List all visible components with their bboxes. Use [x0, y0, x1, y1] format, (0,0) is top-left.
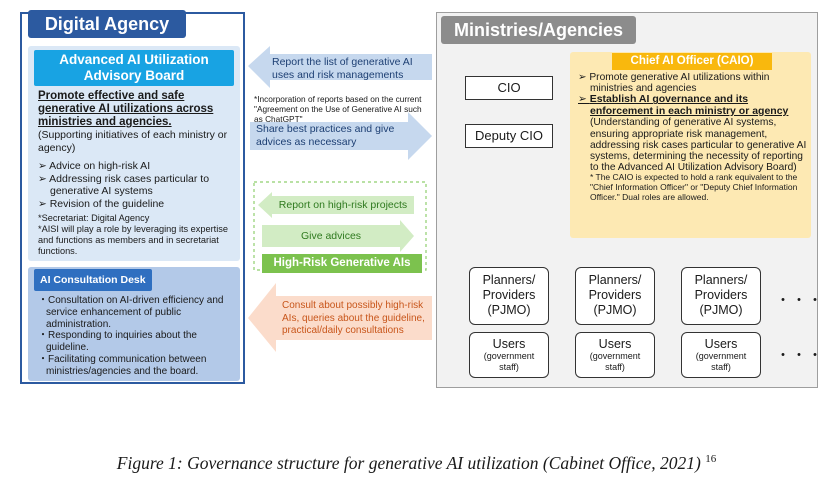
caio-note: * The CAIO is expected to hold a rank eq…: [590, 172, 798, 202]
incorporation-note: *Incorporation of reports based on the c…: [254, 94, 422, 124]
share-arrow: [250, 112, 432, 160]
figure-caption: Figure 1: Governance structure for gener…: [116, 452, 717, 473]
desk-bullet: ・Consultation on AI-driven efficiency an…: [38, 295, 224, 330]
report-high-risk-label: Report on high-risk projects: [278, 199, 408, 211]
digital-agency-title: Digital Agency: [28, 10, 186, 38]
planner-box: Planners/Providers(PJMO): [469, 267, 549, 325]
planner-ellipsis: ・・・: [776, 292, 824, 308]
consult-arrow: [248, 283, 432, 352]
report-list-label: Report the list of generative AI uses an…: [272, 56, 413, 81]
report-high-risk-arrow: [258, 192, 414, 218]
consultation-desk-content: ・Consultation on AI-driven efficiency an…: [38, 295, 236, 378]
caio-content: ➢ Promote generative AI utilizations wit…: [578, 72, 808, 202]
deputy-cio-box: Deputy CIO: [465, 124, 553, 148]
ministries-title: Ministries/Agencies: [441, 16, 636, 44]
board-mission: Promote effective and safe generative AI…: [38, 90, 214, 128]
consult-label: Consult about possibly high-risk AIs, qu…: [282, 300, 425, 336]
board-note-secretariat: *Secretariat: Digital Agency: [38, 213, 150, 223]
users-ellipsis: ・・・: [776, 347, 824, 363]
board-bullet: ➢ Revision of the guideline: [38, 197, 165, 210]
caption-footnote: 16: [705, 453, 717, 465]
high-risk-ai-label: High-Risk Generative AIs: [262, 254, 422, 273]
desk-bullet: ・Responding to inquiries about the guide…: [38, 330, 197, 354]
advisory-board-content: Promote effective and safe generative AI…: [38, 90, 238, 257]
desk-bullet: ・Facilitating communication between mini…: [38, 353, 207, 377]
board-mission-sub: (Supporting initiatives of each ministry…: [38, 129, 228, 154]
planner-box: Planners/Providers(PJMO): [681, 267, 761, 325]
caio-detail: (Understanding of generative AI systems,…: [590, 117, 807, 174]
give-advices-arrow: [262, 220, 414, 252]
caio-box: [570, 52, 811, 238]
caio-bullet: ➢ Establish AI governance and its enforc…: [578, 93, 789, 117]
board-bullet: ➢ Advice on high-risk AI: [38, 160, 151, 172]
cio-box: CIO: [465, 76, 553, 100]
planner-box: Planners/Providers(PJMO): [575, 267, 655, 325]
advisory-board-title: Advanced AI Utilization Advisory Board: [34, 50, 234, 86]
share-label: Share best practices and give advices as…: [256, 123, 395, 148]
board-bullet: ➢ Addressing risk cases particular to ge…: [38, 172, 210, 198]
give-advices-label: Give advices: [300, 230, 362, 242]
report-list-arrow: [248, 46, 432, 88]
high-risk-frame: [253, 181, 427, 271]
caio-bullet: ➢ Promote generative AI utilizations wit…: [578, 72, 770, 95]
board-note-aisi: *AISI will play a role by leveraging its…: [38, 224, 228, 256]
consultation-desk-title: AI Consultation Desk: [34, 269, 152, 291]
caio-title: Chief AI Officer (CAIO): [612, 53, 772, 70]
